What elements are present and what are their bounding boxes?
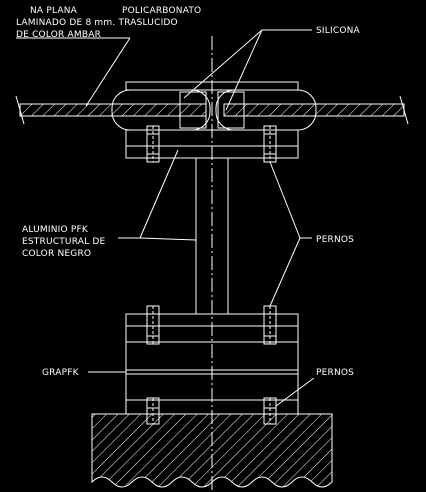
left-polycarbonate-sheet [15, 95, 207, 125]
middle-left-bolt [146, 305, 160, 345]
leader-pernos-lower [275, 377, 315, 407]
middle-right-bolt [263, 305, 277, 345]
leader-silicona-right [225, 29, 263, 111]
leader-aluminio-diag-1 [139, 149, 179, 239]
leader-pernos-upper-2 [269, 237, 301, 307]
label-aluminio-line2: ESTRUCTURAL DE [22, 237, 106, 247]
leader-aluminio-diag-2 [139, 237, 197, 241]
leader-polycarbonate [85, 37, 131, 107]
right-polycarbonate-sheet [223, 95, 409, 125]
upper-flange-plate [125, 129, 299, 159]
label-aluminio-line1: ALUMINIO PFK [22, 225, 89, 235]
leader-pernos-upper-1 [269, 161, 301, 239]
upper-right-bolt [263, 125, 277, 163]
label-grapfk: GRAPFK [42, 368, 80, 378]
label-aluminio-line3: COLOR NEGRO [22, 249, 91, 259]
left-channel [179, 91, 207, 129]
label-top-line1: NA PLANA [30, 6, 78, 16]
concrete-base [91, 413, 333, 488]
label-silicona: SILICONA [316, 26, 361, 36]
label-pernos-lower: PERNOS [316, 368, 354, 378]
right-channel [217, 91, 245, 129]
label-top-line1b: POLICARBONATO [122, 6, 201, 16]
leader-silicona-left [183, 29, 263, 99]
top-cap-plate [125, 81, 299, 91]
label-pernos-upper: PERNOS [316, 235, 354, 245]
label-top-line2: LAMINADO DE 8 mm. TRASLUCIDO [16, 18, 178, 28]
upper-left-bolt [146, 125, 160, 163]
label-top-line3: DE COLOR AMBAR [16, 30, 101, 40]
